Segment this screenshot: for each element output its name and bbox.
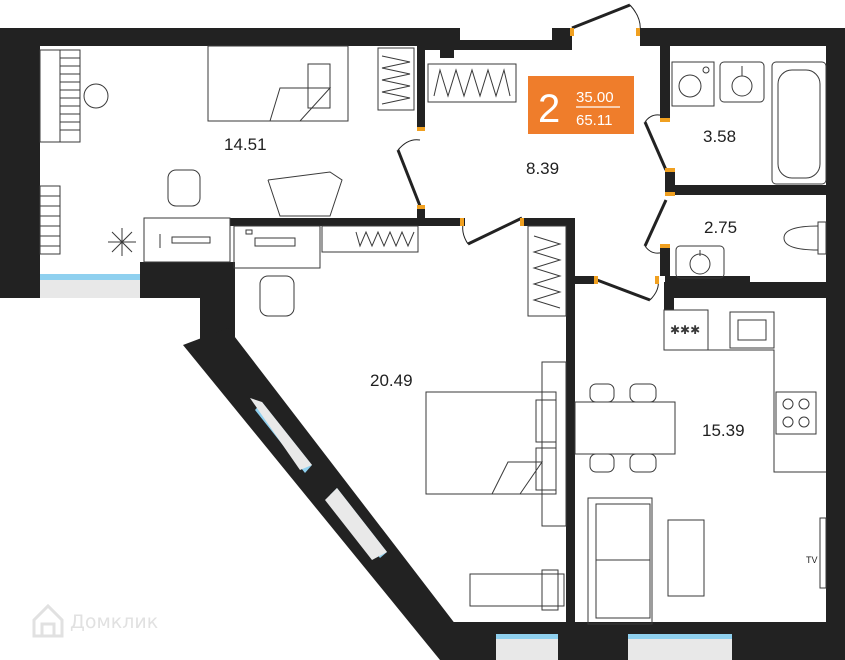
sofa-icon (587, 497, 653, 625)
piano-icon (39, 49, 109, 143)
bathtub-icon (771, 61, 827, 185)
badge-total-area: 65.11 (576, 112, 612, 129)
room-area-bedroom-large: 20.49 (370, 371, 413, 390)
door-kitchen (596, 278, 651, 302)
shelf-icon (321, 225, 419, 253)
wardrobe-icon (377, 47, 415, 111)
doors (396, 3, 668, 302)
toilet-icon (783, 221, 827, 255)
badge-background (528, 76, 634, 134)
door-bedroom-large (467, 216, 523, 246)
plant-icon (108, 228, 136, 256)
room-area-toilet: 2.75 (704, 218, 737, 237)
sink-icon (719, 61, 765, 103)
area-labels: 14.51 8.39 3.58 2.75 20.49 15.39 (224, 127, 745, 440)
door-bedroom-top (396, 149, 422, 207)
wardrobe-hall-icon (427, 63, 517, 103)
desk-icon (143, 217, 231, 263)
furniture (39, 45, 827, 625)
wardrobe-bedroom-icon (527, 225, 567, 317)
room-area-bathroom: 3.58 (703, 127, 736, 146)
room-area-kitchen-living: 15.39 (702, 421, 745, 440)
sofa-bench-icon (267, 171, 343, 217)
stove-marks-icon: ✱✱✱ (670, 323, 700, 337)
door-toilet (643, 199, 668, 247)
kitchen-counter-icon (663, 309, 826, 473)
window-top-left-room (40, 274, 140, 280)
lounger-icon (469, 569, 565, 611)
house-logo-icon (32, 603, 64, 638)
badge-rooms-count: 2 (538, 87, 560, 131)
bed-large-icon (425, 361, 567, 527)
window-bottom-bedroom (496, 634, 558, 639)
watermark: Домклик (32, 603, 158, 638)
room-area-bedroom-top-left: 14.51 (224, 135, 267, 154)
windows (40, 274, 732, 660)
door-markers (417, 28, 675, 284)
apartment-badge: 2 35.00 65.11 (528, 76, 634, 134)
walls (0, 28, 845, 660)
chair-icon (167, 169, 201, 207)
radiator-icon (39, 185, 61, 255)
tv-icon (819, 517, 827, 589)
tv-label: TV (806, 555, 818, 565)
room-area-hall: 8.39 (526, 159, 559, 178)
dining-table-icon (574, 383, 676, 473)
desk-bedroom-icon (233, 225, 321, 269)
bed-icon (207, 45, 349, 122)
badge-living-area: 35.00 (576, 89, 614, 106)
chair-bedroom-icon (259, 275, 295, 317)
coffee-table-icon (667, 519, 705, 597)
window-bottom-kitchen (628, 634, 732, 639)
washing-machine-icon (671, 61, 715, 107)
door-bathroom (643, 121, 668, 171)
sink-toilet-icon (675, 245, 725, 279)
door-entry (571, 3, 631, 30)
watermark-text: Домклик (70, 611, 158, 633)
cooktop-icon (775, 391, 817, 435)
